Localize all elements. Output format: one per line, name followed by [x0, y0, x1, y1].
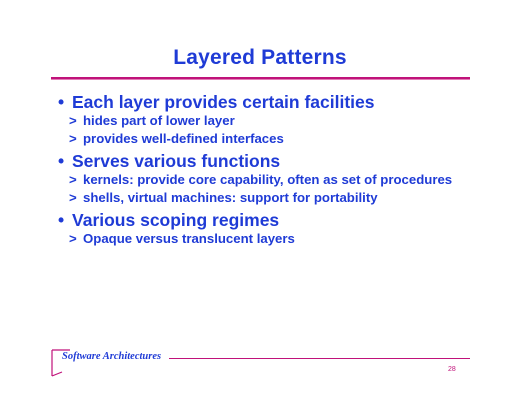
bullet-text: Serves various functions	[72, 151, 281, 171]
footer-divider	[169, 358, 470, 359]
sub-bullet-item: > provides well-defined interfaces	[58, 131, 478, 147]
sub-bullet-text: kernels: provide core capability, often …	[83, 172, 453, 187]
brand-logo-icon	[51, 349, 70, 377]
bullet-dot: •	[58, 210, 65, 230]
sub-bullet-marker: >	[69, 113, 77, 128]
title-divider	[51, 77, 470, 79]
sub-bullet-marker: >	[69, 172, 77, 187]
sub-bullet-text: shells, virtual machines: support for po…	[83, 190, 378, 205]
sub-bullet-item: > hides part of lower layer	[58, 113, 478, 129]
sub-bullet-marker: >	[69, 190, 77, 205]
sub-bullet-item: > shells, virtual machines: support for …	[58, 190, 478, 206]
footer-brand: Software Architectures	[50, 348, 170, 377]
bullet-item: • Each layer provides certain facilities	[58, 91, 478, 113]
slide-content: • Each layer provides certain facilities…	[58, 90, 478, 249]
sub-bullet-marker: >	[69, 231, 77, 246]
bullet-item: • Serves various functions	[58, 150, 478, 172]
sub-bullet-text: hides part of lower layer	[83, 113, 235, 128]
bullet-text: Various scoping regimes	[72, 210, 280, 230]
sub-bullet-item: > Opaque versus translucent layers	[58, 231, 478, 247]
sub-bullet-text: Opaque versus translucent layers	[83, 231, 295, 246]
bullet-dot: •	[58, 92, 65, 112]
sub-bullet-marker: >	[69, 131, 77, 146]
sub-bullet-text: provides well-defined interfaces	[83, 131, 284, 146]
bullet-text: Each layer provides certain facilities	[72, 92, 375, 112]
bullet-dot: •	[58, 151, 65, 171]
page-number: 28	[448, 366, 456, 373]
sub-bullet-item: > kernels: provide core capability, ofte…	[58, 172, 478, 188]
slide-title: Layered Patterns	[173, 46, 347, 69]
brand-text: Software Architectures	[62, 351, 162, 362]
bullet-item: • Various scoping regimes	[58, 209, 478, 231]
